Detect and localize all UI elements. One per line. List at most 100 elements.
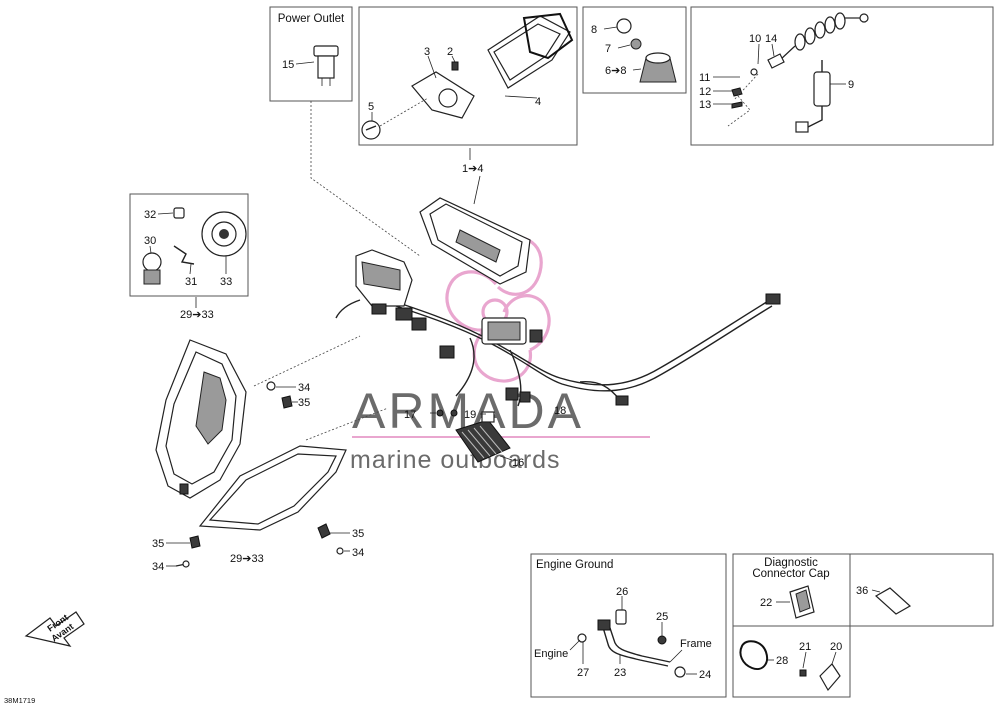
voltage-regulator-part [455,411,511,463]
headlight-box: 32 30 31 33 [129,193,249,297]
coiled-cable-part [779,12,869,61]
ground-bolt-part [615,609,627,625]
figure-reference: 38M1719 [4,696,35,705]
grommet-lower-right-part [317,523,344,555]
power-outlet-leader [310,101,421,257]
cluster-bezel-part [411,71,475,119]
callout-33: 33 [220,276,232,288]
cable-tie-part [739,640,768,670]
clip-bracket-part [819,663,841,692]
knob-body-part [639,52,677,83]
callout-4: 4 [535,96,541,108]
callout-9: 9 [848,79,854,91]
callout-28: 28 [776,655,788,667]
callout-8: 8 [591,24,597,36]
harness-branch-connector [615,395,629,406]
wire-harness [335,293,781,407]
engine-ground-box: Engine Ground 26 25 Engine Frame 27 23 2… [530,553,727,698]
connector-cluster-part [505,387,531,403]
knob-cap-part [616,18,632,34]
callout-20: 20 [830,641,842,653]
tape-part [874,587,912,615]
knob-part [361,120,381,140]
callout-11: 11 [699,72,710,84]
reflector-cap-part [201,211,247,257]
callout-21: 21 [799,641,811,653]
callout-6to8: 6➔8 [605,65,626,77]
ground-nut-frame-part [657,635,667,645]
callout-34b: 34 [152,561,164,573]
engine-label: Engine [534,648,568,660]
callout-14: 14 [765,33,777,45]
sensor-part [795,60,831,133]
callout-5: 5 [368,101,374,113]
callout-1to4: 1➔4 [462,163,483,175]
ground-strap-part [597,619,671,667]
front-arrow: Front Avant [24,611,85,647]
watermark-tagline: marine outboards [350,446,561,474]
callout-31: 31 [185,276,197,288]
knob-box: 8 7 6➔8 [582,6,687,94]
screw-part [451,61,459,71]
diagnostic-cap-part [789,585,815,619]
headlight-housing-part [155,339,247,499]
tape-box: 36 [849,553,994,627]
callout-32: 32 [144,209,156,221]
headlight-lens-part [198,445,347,531]
small-bulb-part [750,68,758,76]
callout-10: 10 [749,33,761,45]
callout-35c: 35 [352,528,364,540]
grommet-upper-part [266,381,293,409]
cluster-box: 3 2 5 4 [358,6,578,146]
callout-15: 15 [282,59,294,71]
callout-13: 13 [699,99,711,111]
diagnostic-cap-box: Diagnostic Connector Cap 22 [732,553,851,627]
headlight-leader [253,335,361,387]
callout-36: 36 [856,585,868,597]
callout-23: 23 [614,667,626,679]
callout-22: 22 [760,597,772,609]
engine-ground-title: Engine Ground [536,559,613,571]
bulb-part [767,53,785,69]
callout-19: 19 [464,409,476,421]
clip-part [731,87,743,97]
headlight-bulb-part [142,252,162,285]
callout-2: 2 [447,46,453,58]
main-cluster-housing [419,197,531,285]
callout-24: 24 [699,669,711,681]
ground-nut-part [436,409,458,417]
callout-12: 12 [699,86,711,98]
callout-3: 3 [424,46,430,58]
ground-washer-part [674,666,686,678]
knob-nut-part [630,38,642,50]
diagnostic-cap-title-line2: Connector Cap [752,568,829,580]
relay-block-part [355,249,427,331]
grommet-lower-left-part [175,535,201,568]
spacer-part [731,101,743,109]
fuse-box-part [439,317,543,359]
power-outlet-box: Power Outlet 15 [269,6,353,102]
callout-34a: 34 [298,382,310,394]
callout-16: 16 [512,457,524,469]
callout-26: 26 [616,586,628,598]
callout-18: 18 [554,405,566,417]
callout-29to33-bottom: 29➔33 [230,553,264,565]
callout-34c: 34 [352,547,364,559]
callout-27: 27 [577,667,589,679]
diagnostic-cap-title-line1: Diagnostic [764,557,818,569]
lens-leader [305,407,389,441]
callout-30: 30 [144,235,156,247]
sensor-box: 10 14 11 12 13 9 [690,6,994,146]
cluster-gasket-part [522,12,574,60]
spring-clip-part [173,245,195,265]
power-outlet-part [313,45,339,86]
bulb-socket-part [173,207,185,219]
callout-35b: 35 [152,538,164,550]
callout-29to33-top: 29➔33 [180,309,214,321]
clip-box: 28 21 20 [732,625,851,698]
clip-screw-part [799,669,807,677]
callout-17: 17 [404,409,416,421]
callout-25: 25 [656,611,668,623]
power-outlet-title: Power Outlet [278,13,345,25]
